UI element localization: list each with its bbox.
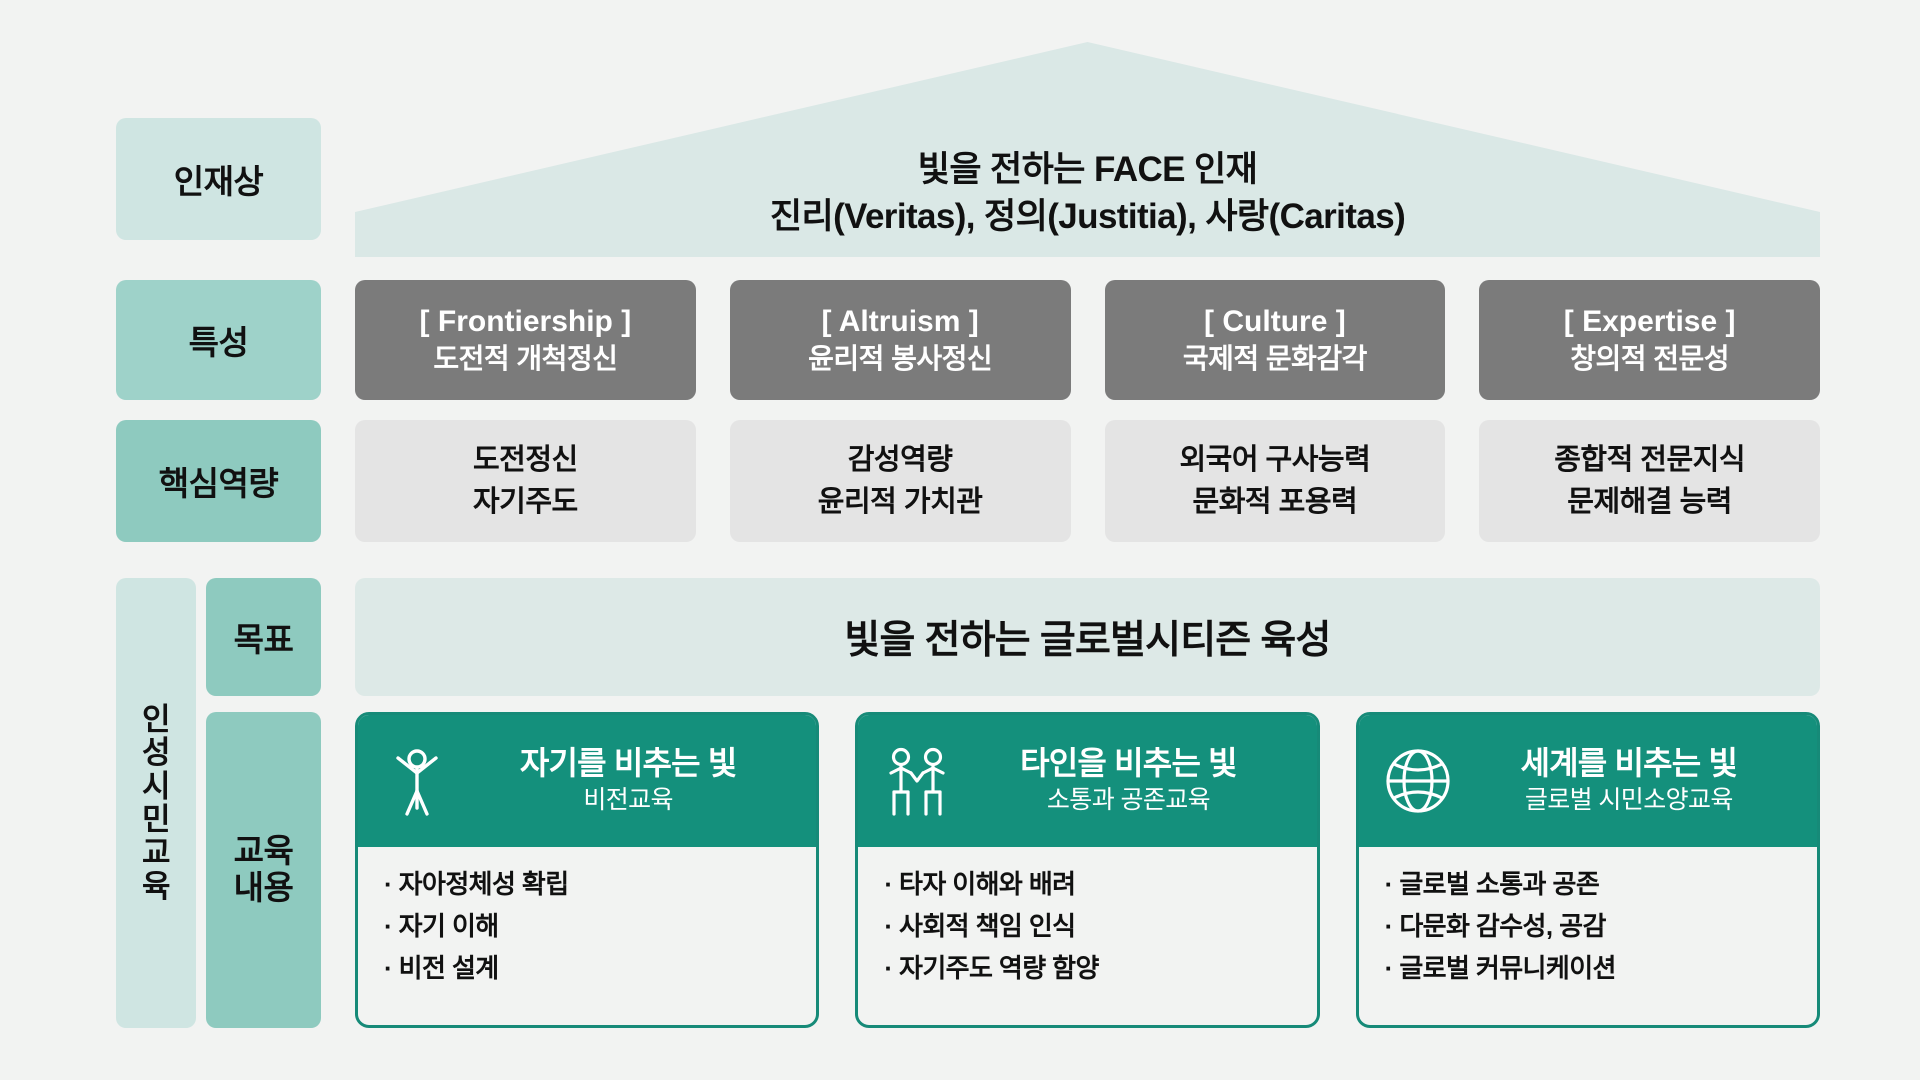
rail-char-6: 육 (141, 868, 171, 904)
person-raised-arms-icon (380, 742, 454, 820)
education-card-world-items: · 글로벌 소통과 공존 · 다문화 감수성, 공감 · 글로벌 커뮤니케이션 (1359, 847, 1817, 1025)
traits-row: [ Frontiership ] 도전적 개척정신 [ Altruism ] 윤… (355, 280, 1820, 400)
education-card-self-title: 자기를 비추는 빛 (519, 744, 737, 781)
trait-en-culture: [ Culture ] (1204, 304, 1346, 338)
trait-card-culture: [ Culture ] 국제적 문화감각 (1104, 280, 1446, 400)
competency-4-line1: 종합적 전문지식 (1554, 443, 1746, 476)
education-content-row: 자기를 비추는 빛 비전교육 · 자아정체성 확립 · 자기 이해 · 비전 설… (355, 712, 1820, 1028)
globe-icon (1381, 742, 1455, 820)
competency-3-line2: 문화적 포용력 (1192, 486, 1358, 518)
trait-ko-culture: 국제적 문화감각 (1182, 343, 1368, 375)
rail-label-goal-text: 목표 (233, 621, 294, 658)
competency-card-4: 종합적 전문지식 문제해결 능력 (1479, 420, 1820, 542)
rail-char-2: 성 (141, 735, 171, 771)
rail-label-traits-text: 특성 (188, 324, 249, 361)
competency-4-line2: 문제해결 능력 (1567, 486, 1732, 518)
education-item: · 자기주도 역량 함양 (884, 953, 1099, 984)
education-item: · 글로벌 소통과 공존 (1384, 869, 1600, 899)
competency-card-2: 감성역량 윤리적 가치관 (729, 420, 1071, 542)
competency-2-line1: 감성역량 (847, 443, 953, 476)
roof-triangle-shape (355, 42, 1820, 257)
education-item: · 글로벌 커뮤니케이션 (1384, 953, 1617, 984)
trait-ko-expertise: 창의적 전문성 (1570, 343, 1730, 375)
rail-label-competency-text: 핵심역량 (158, 465, 279, 502)
competency-1-line2: 자기주도 (473, 486, 578, 518)
trait-en-altruism: [ Altruism ] (821, 304, 979, 338)
education-card-others: 타인을 비추는 빛 소통과 공존교육 · 타자 이해와 배려 · 사회적 책임 … (855, 712, 1320, 1028)
competency-card-3: 외국어 구사능력 문화적 포용력 (1104, 420, 1446, 542)
rail-char-3: 시 (141, 768, 171, 804)
trait-card-frontiership: [ Frontiership ] 도전적 개척정신 (355, 280, 696, 400)
trait-en-expertise: [ Expertise ] (1563, 304, 1736, 338)
rail-char-1: 인 (141, 701, 171, 737)
rail-label-character-education: 인 성 시 민 교 육 (116, 578, 196, 1028)
education-card-world-title: 세계를 비추는 빛 (1520, 744, 1738, 781)
trait-ko-frontiership: 도전적 개척정신 (433, 343, 618, 375)
rail-label-talent-text: 인재상 (173, 163, 264, 200)
roof-text-block: 빛을 전하는 FACE 인재 진리(Veritas), 정의(Justitia)… (355, 146, 1820, 241)
rail-label-content-line1: 교육 (233, 832, 294, 870)
education-card-world-header: 세계를 비추는 빛 글로벌 시민소양교육 (1358, 715, 1817, 847)
rail-char-4: 민 (141, 802, 171, 837)
roof-line-2: 진리(Veritas), 정의(Justitia), 사랑(Caritas) (769, 197, 1406, 237)
education-item: · 다문화 감수성, 공감 (1384, 911, 1607, 942)
competency-3-line1: 외국어 구사능력 (1179, 443, 1371, 476)
competency-1-line1: 도전정신 (473, 443, 578, 476)
goal-banner-text: 빛을 전하는 글로벌시티즌 육성 (844, 619, 1331, 662)
rail-char-5: 교 (141, 835, 171, 871)
two-people-holding-hands-icon (880, 742, 954, 820)
roof-banner: 빛을 전하는 FACE 인재 진리(Veritas), 정의(Justitia)… (355, 42, 1820, 257)
competency-card-1: 도전정신 자기주도 (355, 420, 696, 542)
education-card-self: 자기를 비추는 빛 비전교육 · 자아정체성 확립 · 자기 이해 · 비전 설… (355, 712, 820, 1028)
trait-ko-altruism: 윤리적 봉사정신 (808, 343, 993, 375)
competency-2-line2: 윤리적 가치관 (817, 486, 983, 518)
education-card-world-titles: 세계를 비추는 빛 글로벌 시민소양교육 (1473, 744, 1795, 818)
education-item: · 비전 설계 (384, 953, 499, 984)
education-card-world: 세계를 비추는 빛 글로벌 시민소양교육 · 글로벌 소통과 공존 · 다문화 … (1355, 712, 1820, 1028)
education-card-others-subtitle: 소통과 공존교육 (1046, 786, 1211, 815)
education-card-self-subtitle: 비전교육 (583, 786, 673, 815)
goal-banner: 빛을 전하는 글로벌시티즌 육성 (355, 578, 1820, 696)
education-item: · 자아정체성 확립 (384, 869, 569, 899)
education-item: · 타자 이해와 배려 (884, 869, 1076, 899)
rail-label-talent: 인재상 (116, 118, 321, 240)
trait-card-altruism: [ Altruism ] 윤리적 봉사정신 (729, 280, 1071, 400)
rail-label-education-content: 교육 내용 (206, 712, 321, 1028)
education-card-self-titles: 자기를 비추는 빛 비전교육 (472, 744, 794, 818)
trait-en-frontiership: [ Frontiership ] (419, 304, 632, 338)
rail-label-content-line2: 내용 (233, 869, 294, 906)
education-item: · 자기 이해 (384, 911, 499, 942)
competency-row: 도전정신 자기주도 감성역량 윤리적 가치관 외국어 구사능력 문화적 포용력 … (355, 420, 1820, 542)
education-card-self-items: · 자아정체성 확립 · 자기 이해 · 비전 설계 (358, 847, 816, 1025)
education-card-world-subtitle: 글로벌 시민소양교육 (1524, 786, 1734, 815)
education-card-others-title: 타인을 비추는 빛 (1020, 744, 1237, 781)
education-card-self-header: 자기를 비추는 빛 비전교육 (358, 715, 817, 847)
education-card-others-header: 타인을 비추는 빛 소통과 공존교육 (858, 715, 1317, 847)
education-card-others-items: · 타자 이해와 배려 · 사회적 책임 인식 · 자기주도 역량 함양 (858, 847, 1316, 1025)
rail-label-goal: 목표 (206, 578, 321, 696)
rail-label-traits: 특성 (116, 280, 321, 400)
education-card-others-titles: 타인을 비추는 빛 소통과 공존교육 (972, 744, 1294, 818)
education-item: · 사회적 책임 인식 (884, 911, 1076, 942)
roof-line-1: 빛을 전하는 FACE 인재 (917, 149, 1258, 189)
rail-label-competency: 핵심역량 (116, 420, 321, 542)
trait-card-expertise: [ Expertise ] 창의적 전문성 (1479, 280, 1820, 400)
